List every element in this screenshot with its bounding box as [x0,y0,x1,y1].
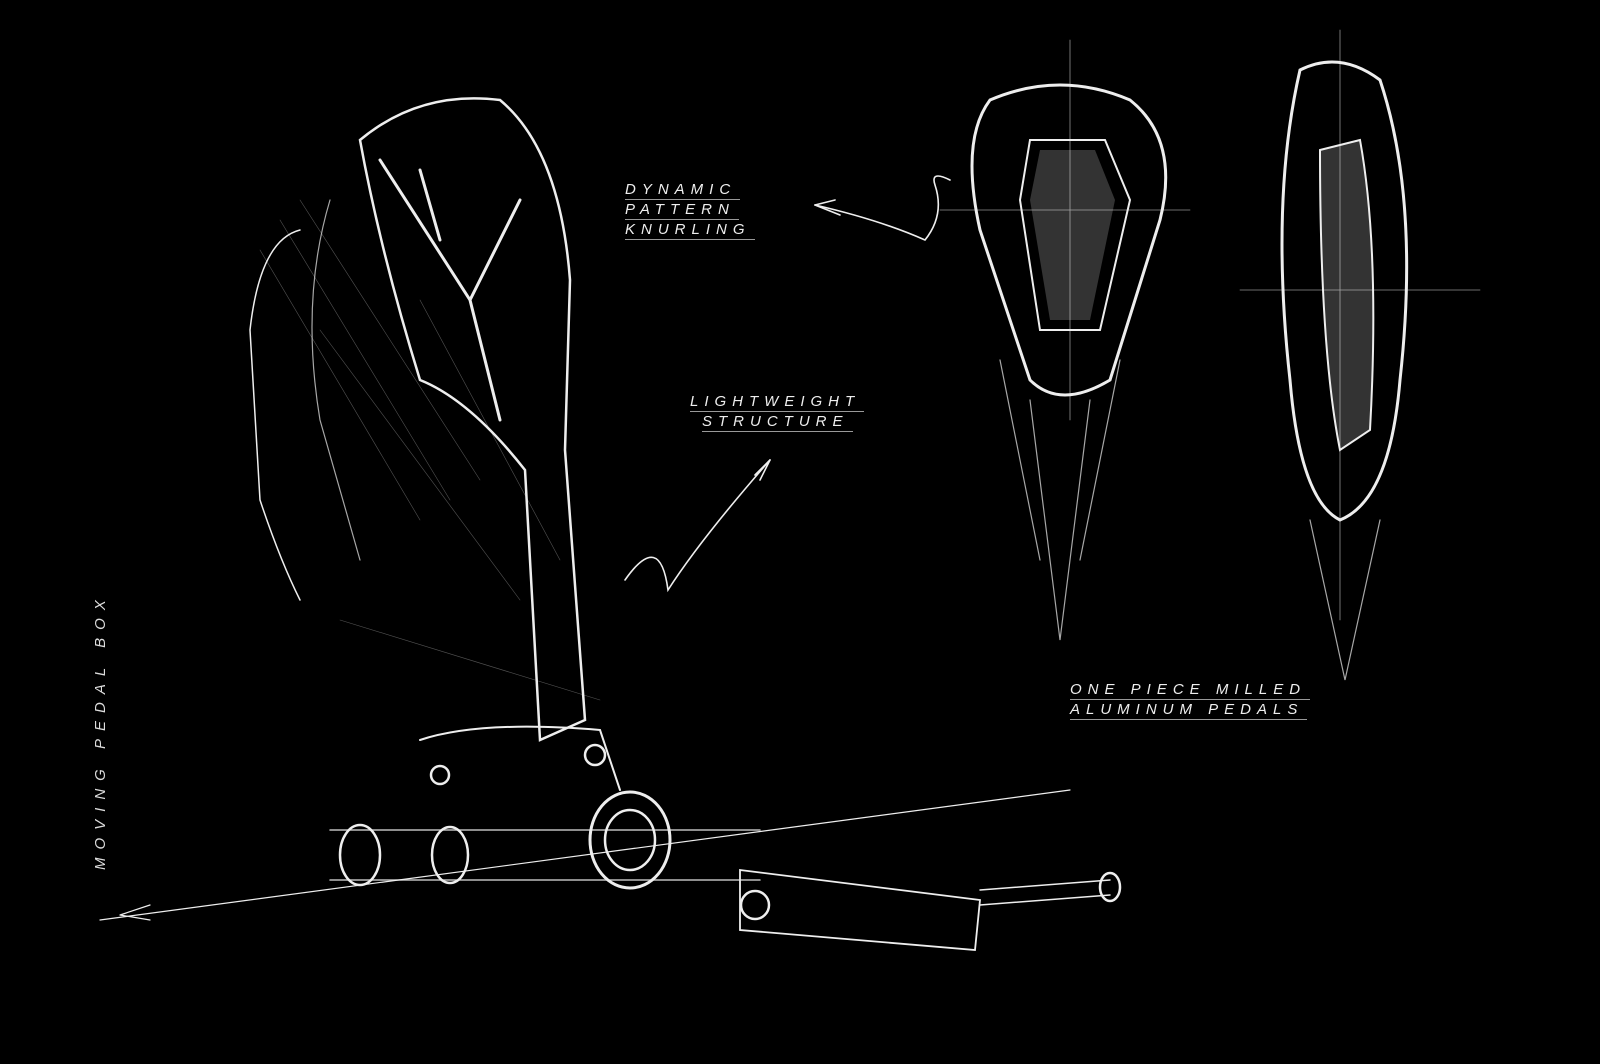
annotation-line: Structure [702,412,853,432]
pedal-front-view [939,39,1191,641]
annotation-structure: Lightweight Structure [690,392,865,432]
sketch-title: Moving Pedal Box [92,592,109,870]
annotation-pedals: One piece milled Aluminum pedals [1070,680,1311,720]
leader-lines [624,175,951,593]
annotation-line: Lightweight [690,392,865,412]
annotation-line: Pattern [625,200,739,220]
annotation-line: Dynamic [625,180,741,200]
annotation-line: One piece milled [1070,680,1311,700]
annotation-line: Aluminum pedals [1070,700,1308,720]
annotation-line: Knurling [625,220,755,240]
pedal-arm-sketch [99,97,1122,951]
pedal-side-view [1239,29,1481,681]
annotation-knurling: Dynamic Pattern Knurling [625,180,755,240]
